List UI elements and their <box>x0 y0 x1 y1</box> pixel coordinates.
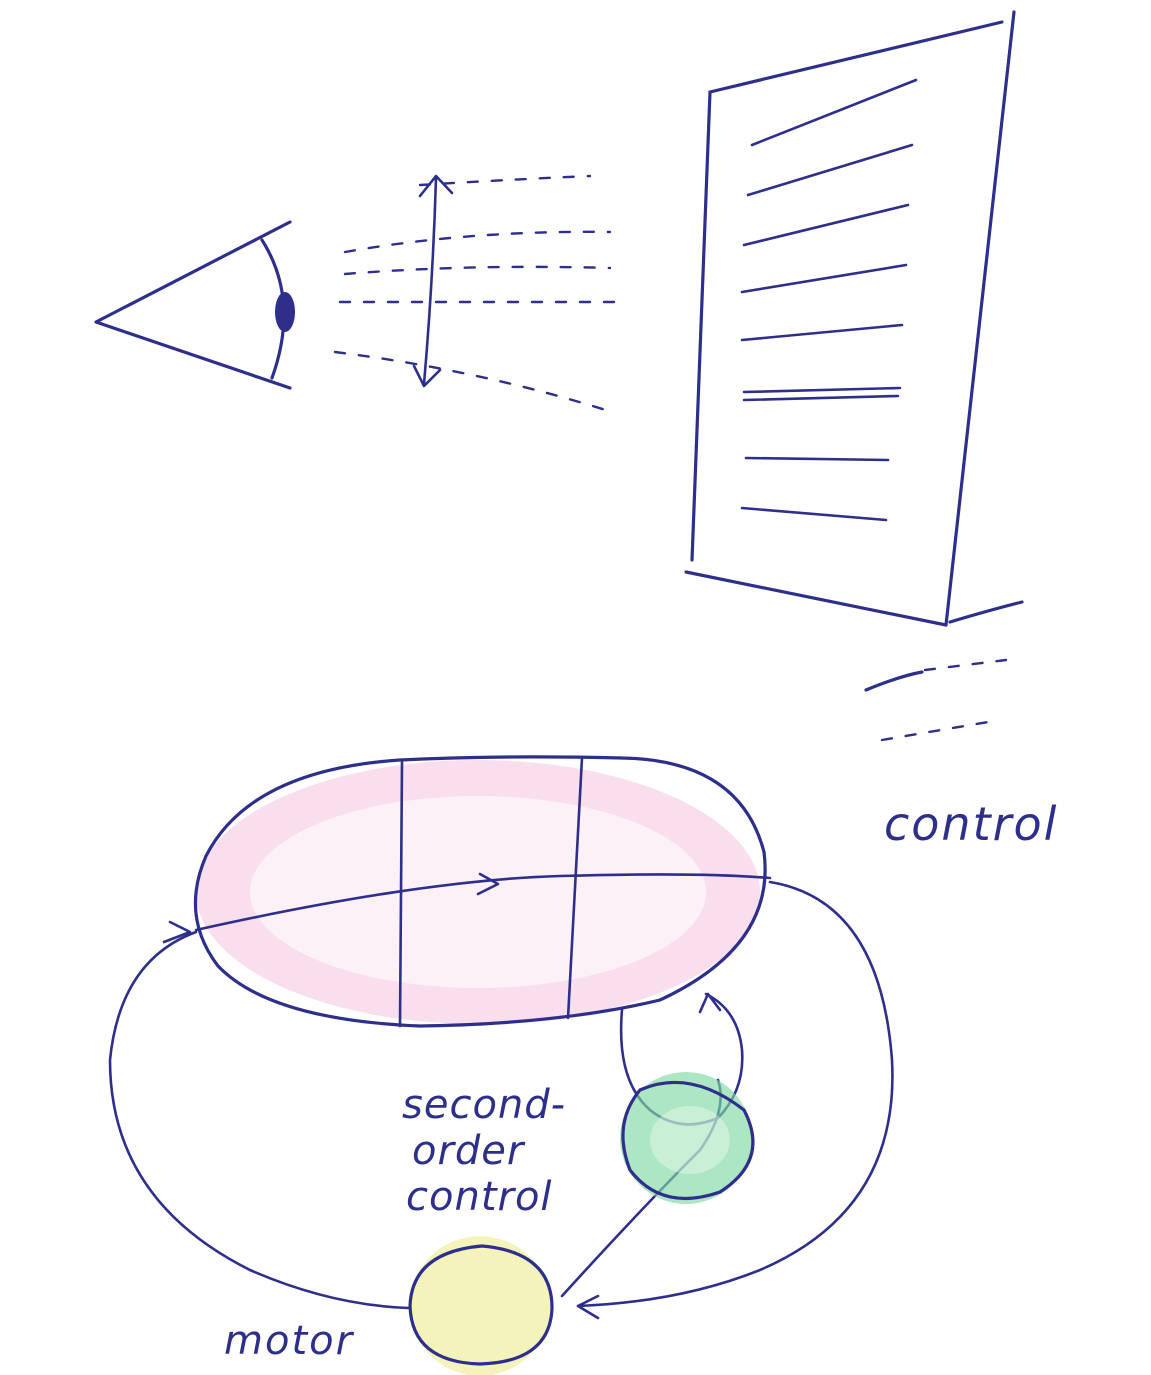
label-control: control <box>884 797 1058 851</box>
text-lines <box>740 78 918 522</box>
label-second-order-line1: second- <box>402 1082 566 1128</box>
eye-icon <box>94 220 295 390</box>
scan-arrow <box>412 174 454 388</box>
sight-lines <box>333 174 617 414</box>
label-second-order-line2: order <box>412 1128 526 1174</box>
motor-node <box>408 1236 554 1375</box>
label-motor: motor <box>224 1318 355 1364</box>
shadow-marks <box>864 600 1024 742</box>
text-page <box>684 10 1016 627</box>
label-second-order-line3: control <box>406 1174 553 1220</box>
second-order-control-node <box>620 1072 755 1204</box>
control-ellipse <box>193 755 772 1028</box>
